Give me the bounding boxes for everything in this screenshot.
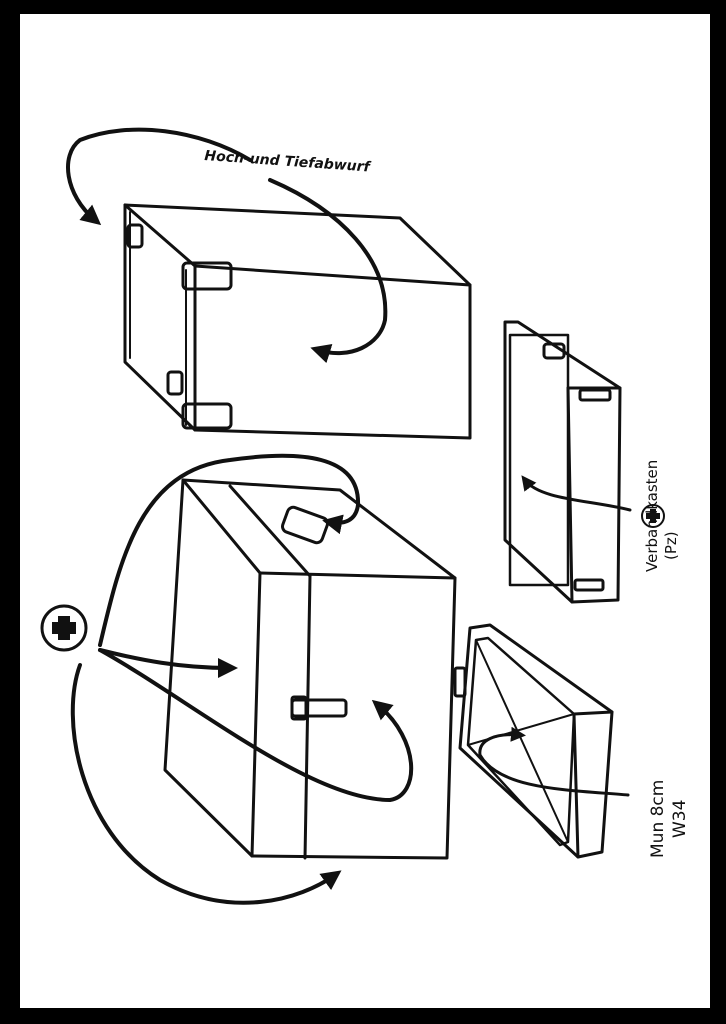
red-cross-icon: [40, 604, 88, 652]
label-verbandkasten: Verbandkasten: [643, 459, 661, 572]
arrows: [66, 127, 632, 905]
top-container: [123, 203, 472, 440]
munition-box: [453, 623, 614, 859]
main-container: [163, 478, 457, 860]
label-verbandkasten-pz: (Pz): [662, 531, 680, 560]
label-w34: W34: [670, 799, 690, 838]
label-mun-8cm: Mun 8cm: [648, 779, 668, 858]
red-cross-icon-small: [641, 504, 665, 528]
verbandkasten-box: [503, 320, 622, 604]
